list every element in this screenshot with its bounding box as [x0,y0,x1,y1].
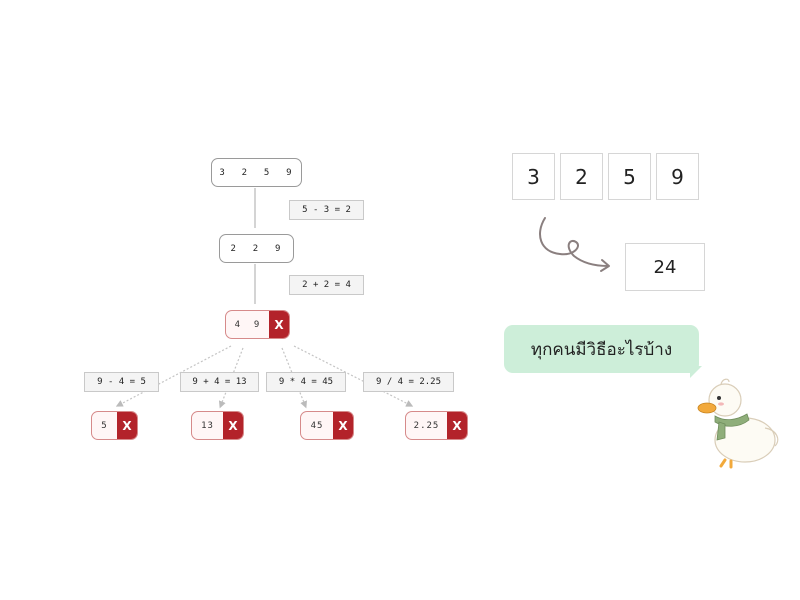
leaf-node: 45 X [300,411,354,440]
fail-mark-icon: X [223,412,243,439]
branch-op-divide: 9 / 4 = 2.25 [363,372,454,392]
leaf-value: 45 [310,420,324,431]
card-value: 2 [575,164,588,189]
tree-level1-node: 2 2 9 [219,234,294,263]
tree-level2-node: 4 9 X [225,310,290,339]
number-card: 2 [560,153,603,200]
operation-text: 2 + 2 = 4 [302,280,351,290]
edge-branch-1 [115,345,232,407]
card-value: 3 [527,164,540,189]
leaf-value: 13 [201,420,214,431]
leaf-value: 5 [101,420,108,431]
leaf-node: 2.25 X [405,411,468,440]
number-card: 3 [512,153,555,200]
curved-arrow-icon [539,217,610,272]
branch-op-add: 9 + 4 = 13 [180,372,259,392]
number-card: 5 [608,153,651,200]
speech-text: ทุกคนมีวิธีอะไรบ้าง [530,339,673,360]
speech-bubble: ทุกคนมีวิธีอะไรบ้าง [504,325,699,373]
card-value: 5 [623,164,636,189]
leaf-node: 5 X [91,411,138,440]
tree-level1-values: 2 2 9 [230,243,283,254]
leaf-node: 13 X [191,411,244,440]
operation-text: 9 + 4 = 13 [192,377,247,387]
tree-root-values: 3 2 5 9 [219,167,294,178]
branch-op-subtract: 9 - 4 = 5 [84,372,159,392]
operation-text: 9 / 4 = 2.25 [375,377,442,387]
edge-branch-4 [293,345,414,407]
tree-root-node: 3 2 5 9 [211,158,302,187]
duck-mascot-icon [697,378,779,469]
target-value: 24 [653,256,677,278]
operation-label-1: 5 - 3 = 2 [289,200,364,220]
card-value: 9 [671,164,684,189]
fail-mark-icon: X [333,412,353,439]
fail-mark-icon: X [269,311,289,338]
target-card: 24 [625,243,705,291]
number-card: 9 [656,153,699,200]
fail-mark-icon: X [117,412,137,439]
leaf-value: 2.25 [413,420,440,431]
operation-label-2: 2 + 2 = 4 [289,275,364,295]
tree-level2-values: 4 9 [234,319,261,330]
operation-text: 5 - 3 = 2 [302,205,351,215]
operation-text: 9 * 4 = 45 [278,377,334,387]
operation-text: 9 - 4 = 5 [97,377,146,387]
fail-mark-icon: X [447,412,467,439]
branch-op-multiply: 9 * 4 = 45 [266,372,346,392]
